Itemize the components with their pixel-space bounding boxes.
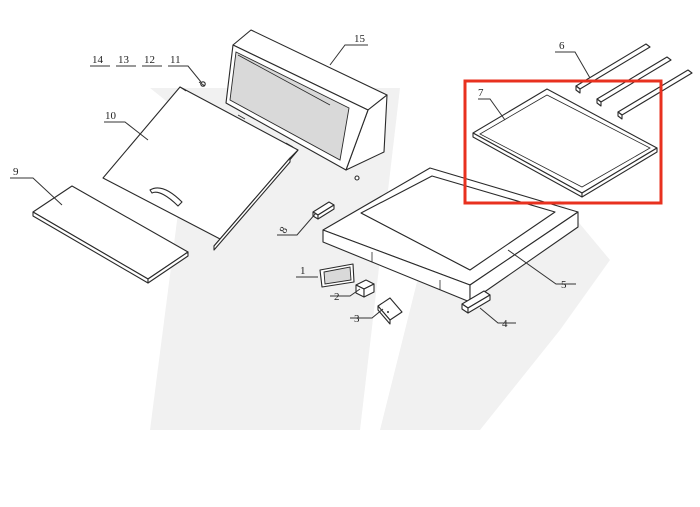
label-15: 15 [354,33,366,45]
part-15-hood [225,29,388,171]
label-14: 14 [92,54,104,66]
label-7: 7 [478,87,484,99]
label-8: 8 [277,224,290,235]
part-11-screw [198,81,206,87]
label-11: 11 [170,54,181,66]
part-labels: 9 10 14 13 12 11 15 6 7 8 1 2 3 4 5 [13,33,567,330]
label-1: 1 [300,265,306,277]
part-10-sloped-cover [102,86,299,251]
part-7-tray [472,88,658,198]
label-10: 10 [105,110,117,122]
part-2-block [355,279,375,298]
label-12: 12 [144,54,155,66]
label-3: 3 [354,313,360,325]
label-9: 9 [13,166,19,178]
label-5: 5 [561,279,567,291]
part-3-angle-plate [377,297,403,325]
part-9-bottom-panel [32,185,189,284]
part-5-base-frame [322,167,579,303]
highlight-box [463,79,663,205]
label-6: 6 [559,40,565,52]
label-2: 2 [334,291,340,303]
cover-handle-icon [149,187,183,207]
part-4-bracket [461,290,491,314]
label-4: 4 [502,318,508,330]
part-8-bracket [312,201,335,220]
label-13: 13 [118,54,130,66]
part-1-plate [319,263,355,288]
part-8b-screw [354,175,360,181]
leader-lines [10,44,591,324]
